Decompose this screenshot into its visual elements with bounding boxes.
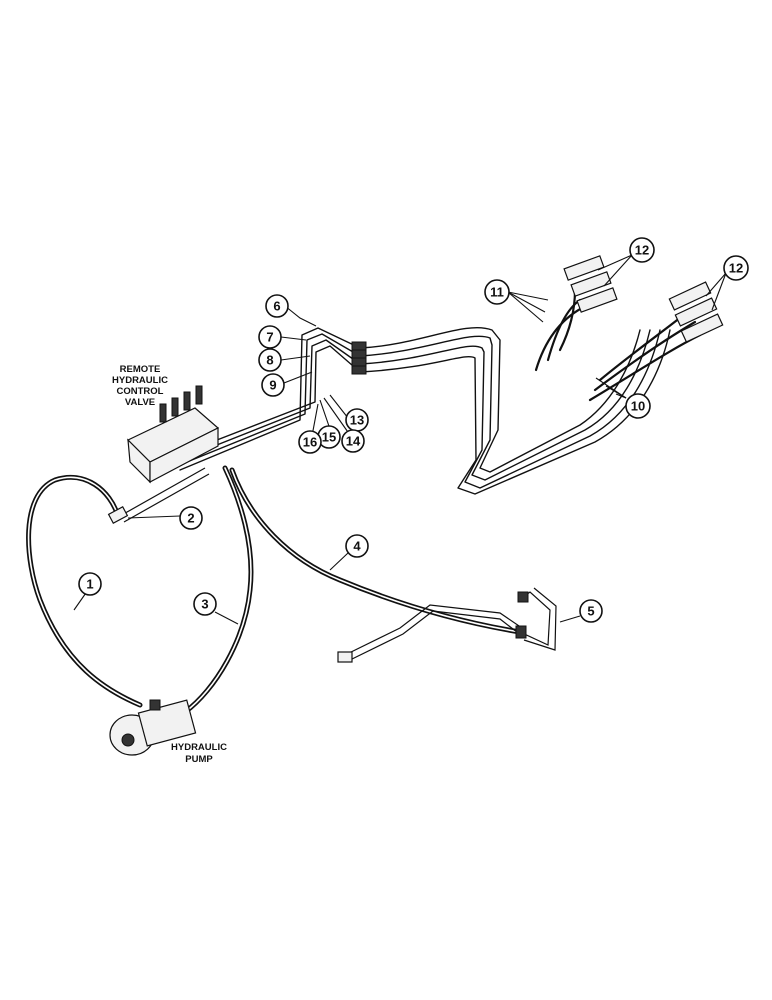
svg-text:5: 5 — [587, 604, 594, 619]
callout-1: 1 — [78, 572, 102, 596]
callout-3: 3 — [193, 592, 217, 616]
svg-text:6: 6 — [273, 299, 280, 314]
control-valve-label: REMOTE HYDRAULIC CONTROL VALVE — [112, 364, 168, 408]
svg-text:10: 10 — [631, 399, 645, 414]
tube-2 — [107, 467, 210, 524]
svg-text:12: 12 — [729, 261, 743, 276]
quick-couplers-right — [668, 281, 724, 343]
callout-7: 7 — [258, 325, 282, 349]
svg-text:11: 11 — [490, 285, 504, 300]
callout-4: 4 — [345, 534, 369, 558]
svg-text:HYDRAULIC: HYDRAULIC — [112, 375, 168, 386]
svg-text:16: 16 — [303, 435, 317, 450]
tube-assembly-5 — [337, 587, 557, 663]
control-valve — [126, 385, 220, 484]
svg-text:8: 8 — [266, 353, 273, 368]
svg-text:4: 4 — [353, 539, 361, 554]
svg-text:HYDRAULIC: HYDRAULIC — [171, 742, 227, 753]
hose-4 — [229, 467, 523, 635]
svg-text:REMOTE: REMOTE — [120, 364, 161, 375]
callout-2: 2 — [179, 506, 203, 530]
callout-14: 14 — [341, 429, 365, 453]
hose-3 — [182, 465, 254, 715]
svg-text:9: 9 — [269, 378, 276, 393]
pump-label: HYDRAULIC PUMP — [171, 742, 227, 765]
leader-lines — [73, 254, 727, 625]
callout-16: 16 — [298, 430, 322, 454]
hose-1 — [26, 474, 143, 708]
callout-13: 13 — [345, 408, 369, 432]
hydraulic-pump — [109, 699, 197, 756]
steel-lines — [179, 326, 671, 495]
svg-text:15: 15 — [322, 430, 336, 445]
svg-text:2: 2 — [187, 511, 194, 526]
svg-text:3: 3 — [201, 597, 208, 612]
svg-text:13: 13 — [350, 413, 364, 428]
svg-text:CONTROL: CONTROL — [117, 386, 164, 397]
callout-6: 6 — [265, 294, 289, 318]
svg-text:7: 7 — [266, 330, 273, 345]
callout-10: 10 — [625, 393, 651, 419]
svg-text:1: 1 — [86, 577, 93, 592]
svg-text:VALVE: VALVE — [125, 397, 155, 408]
callout-12-left: 12 — [629, 237, 655, 263]
svg-text:12: 12 — [635, 243, 649, 258]
callout-12-right: 12 — [723, 255, 749, 281]
svg-text:14: 14 — [346, 434, 361, 449]
callout-5: 5 — [579, 599, 603, 623]
quick-couplers-left — [563, 255, 618, 313]
callout-9: 9 — [261, 373, 285, 397]
callout-8: 8 — [258, 348, 282, 372]
svg-text:PUMP: PUMP — [185, 754, 213, 765]
callout-11: 11 — [484, 279, 510, 305]
